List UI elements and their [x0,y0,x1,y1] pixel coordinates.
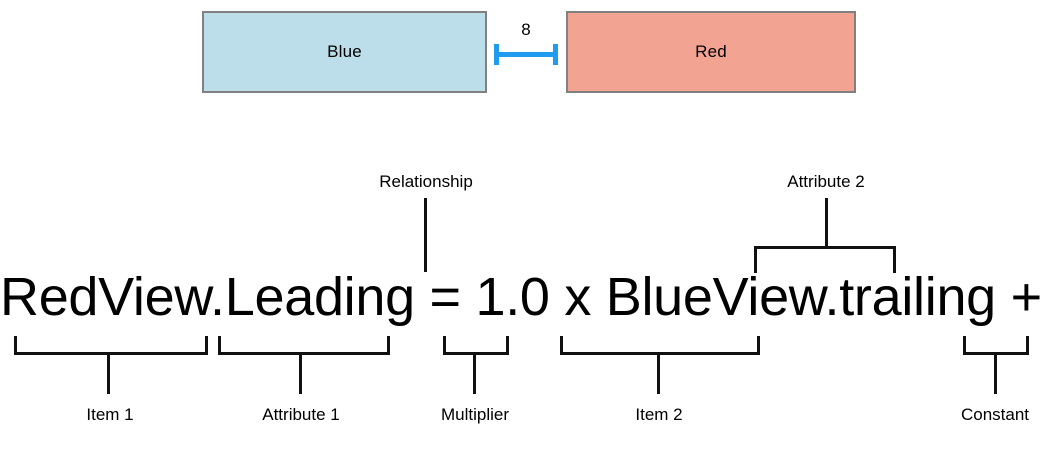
callout-label-item-2: Item 2 [635,405,683,424]
bracket-leg-left-attribute-1 [218,336,221,355]
leader-line-item-1 [107,352,110,394]
bracket-leg-left-attribute-2 [754,246,757,273]
bracket-bottom-item-2 [560,352,760,355]
red-view-box: Red [566,11,856,93]
callout-label-multiplier: Multiplier [440,405,510,424]
bracket-leg-right-attribute-2 [893,246,896,273]
bracket-bottom-multiplier [443,352,509,355]
dimension-cap-right-icon [553,44,558,65]
bracket-leg-right-item-2 [757,336,760,355]
callout-label-constant: Constant [960,405,1030,424]
bracket-top-attribute-2 [754,246,896,249]
leader-line-relationship [424,198,427,272]
bracket-leg-right-constant [1026,336,1029,355]
red-view-label: Red [695,42,727,61]
leader-line-constant [994,352,997,394]
bracket-leg-right-attribute-1 [387,336,390,355]
callout-label-attribute-2: Attribute 2 [787,172,865,191]
spacing-dimension-icon [494,44,558,66]
constraint-formula: RedView.Leading = 1.0 x BlueView.trailin… [0,267,1056,327]
bracket-leg-left-item-2 [560,336,563,355]
spacing-value-label: 8 [521,20,531,39]
callout-label-item-1: Item 1 [86,405,134,424]
callout-label-attribute-1: Attribute 1 [262,405,340,424]
leader-line-attribute-2 [825,198,828,248]
bracket-bottom-attribute-1 [218,352,390,355]
bracket-leg-left-item-1 [14,336,17,355]
blue-view-box: Blue [202,11,487,93]
bracket-leg-left-constant [963,336,966,355]
leader-line-item-2 [657,352,660,394]
leader-line-multiplier [473,352,476,394]
callout-label-relationship: Relationship [379,172,473,191]
bracket-leg-left-multiplier [443,336,446,355]
bracket-leg-right-multiplier [506,336,509,355]
blue-view-label: Blue [327,42,362,61]
dimension-bar-icon [496,52,556,57]
leader-line-attribute-1 [299,352,302,394]
bracket-bottom-item-1 [14,352,208,355]
bracket-leg-right-item-1 [205,336,208,355]
